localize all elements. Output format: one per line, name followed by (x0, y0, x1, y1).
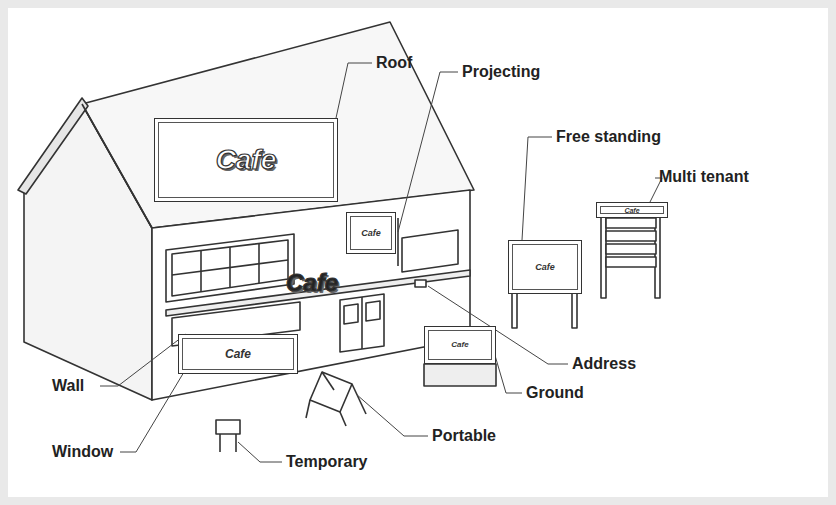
sign-board: Cafe (154, 118, 338, 202)
sign-type-label: Free standing (556, 128, 661, 146)
sign-type-label: Portable (432, 427, 496, 445)
sign-type-label: Wall (52, 377, 84, 395)
sign-text: Cafe (535, 263, 555, 272)
sign-type-label: Projecting (462, 63, 540, 81)
wall-board (402, 230, 458, 272)
roof-edge (18, 98, 88, 194)
leader-lines (100, 63, 662, 462)
sign-board: Cafe (424, 326, 496, 364)
wall-sign-text: Cafe (286, 270, 338, 296)
temporary-sign (216, 420, 240, 452)
sign-type-label: Temporary (286, 453, 368, 471)
ground-base (424, 364, 496, 386)
upper-windows (166, 234, 294, 302)
sign-type-label: Multi tenant (659, 168, 749, 186)
sign-text: Cafe (225, 348, 251, 360)
sign-text: Cafe (451, 341, 468, 349)
address-plate (415, 280, 426, 287)
sign-text: Cafe (216, 146, 277, 174)
sign-type-label: Roof (376, 54, 412, 72)
sign-board: Cafe (346, 212, 396, 254)
sign-board: Cafe (596, 202, 668, 218)
fascia-band (166, 270, 470, 316)
sign-text: Cafe (624, 207, 639, 214)
portable-sign (306, 372, 366, 426)
sign-type-label: Window (52, 443, 113, 461)
door (340, 294, 384, 352)
sign-board: Cafe (508, 240, 582, 294)
sign-board: Cafe (178, 334, 298, 374)
canvas (8, 8, 828, 497)
sign-type-label: Address (572, 355, 636, 373)
front-wall (152, 190, 470, 400)
sign-text: Cafe (361, 229, 381, 238)
sign-type-label: Ground (526, 384, 584, 402)
